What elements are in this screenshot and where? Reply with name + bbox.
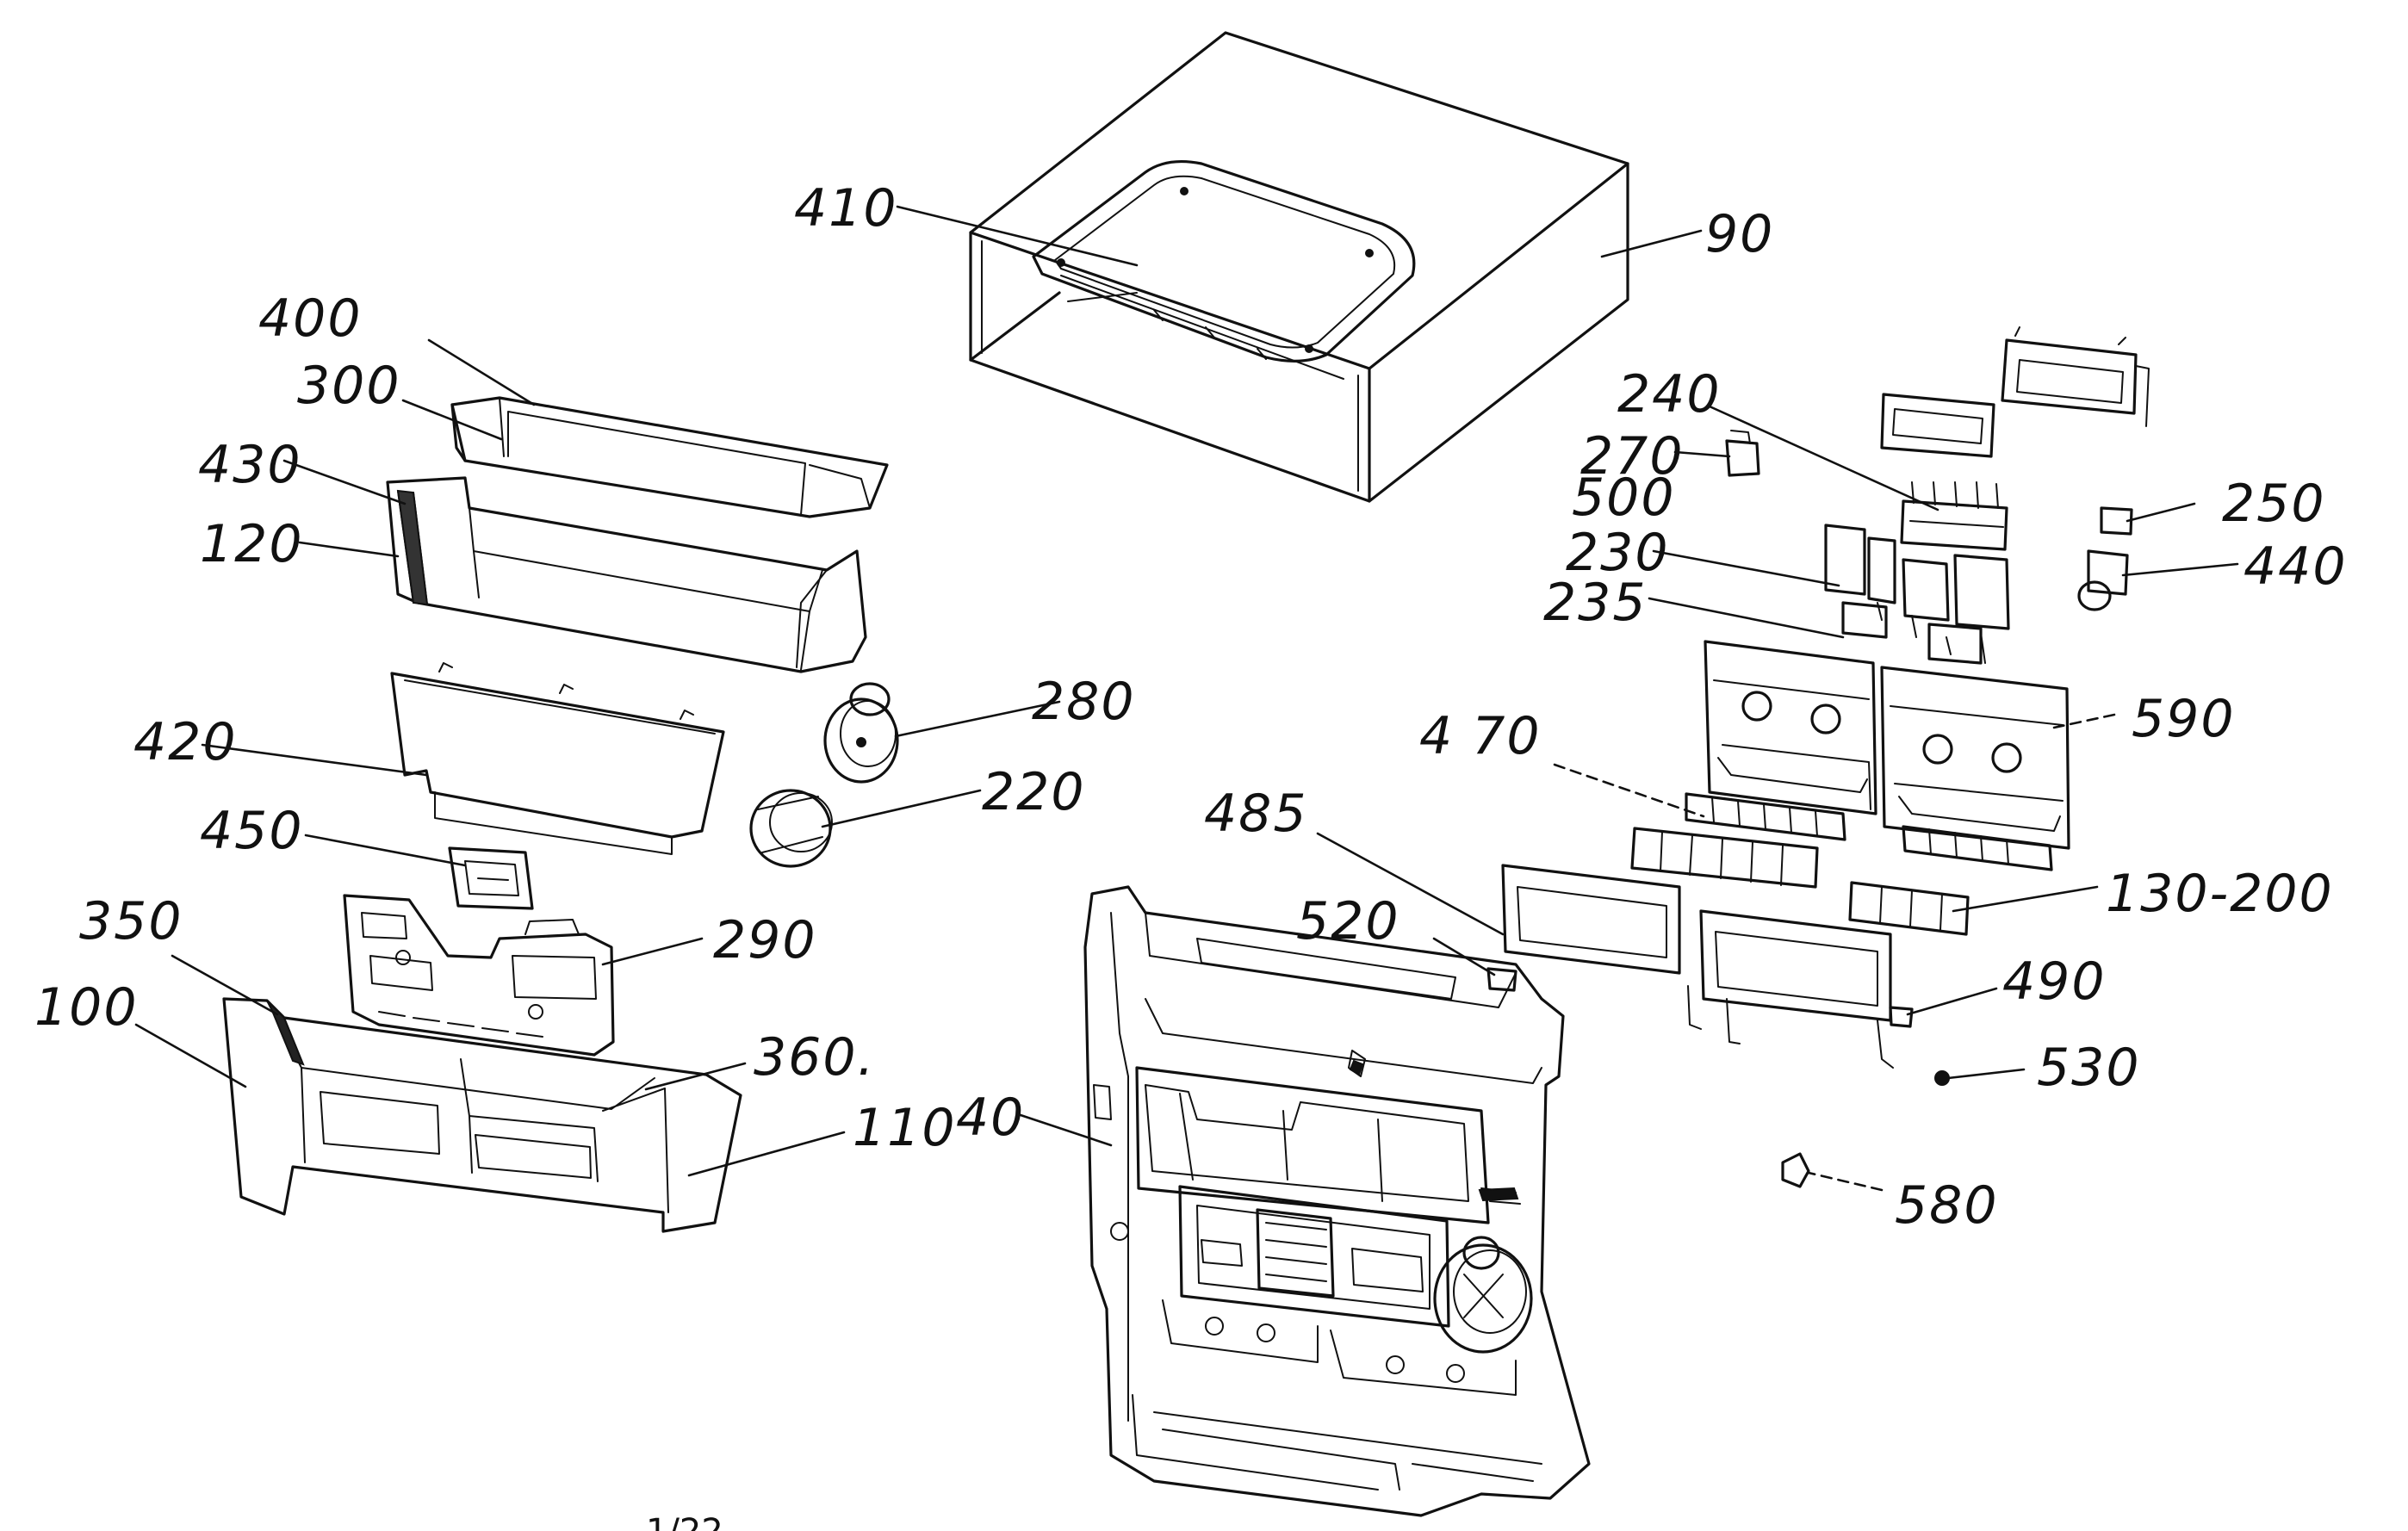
callout-130-200: 130-200 xyxy=(2106,864,2334,924)
callout-110: 110 xyxy=(853,1098,957,1158)
callout-220: 220 xyxy=(982,762,1086,822)
display-window-part xyxy=(450,396,889,518)
buttons-130-200-part xyxy=(1630,827,1970,936)
callout-280: 280 xyxy=(1032,672,1136,732)
callout-485: 485 xyxy=(1204,784,1308,844)
callout-470: 4 70 xyxy=(1419,706,1542,766)
callout-440: 440 xyxy=(2244,536,2348,597)
knob-280-part xyxy=(823,682,899,784)
callout-530: 530 xyxy=(2037,1038,2141,1098)
callout-300: 300 xyxy=(297,356,401,416)
callout-270: 270 xyxy=(1580,426,1685,487)
callout-450: 450 xyxy=(200,801,304,861)
pcb-carrier-290-part xyxy=(343,894,615,1057)
callout-350: 350 xyxy=(79,891,183,951)
mechanism-590-part xyxy=(1704,640,2070,850)
switch-250-part xyxy=(2100,506,2133,536)
leader-lines xyxy=(134,205,2239,1192)
callout-490: 490 xyxy=(2002,951,2107,1012)
callout-40: 40 xyxy=(956,1088,1025,1148)
callout-290: 290 xyxy=(713,910,817,970)
callout-250: 250 xyxy=(2222,474,2326,534)
callout-520: 520 xyxy=(1296,891,1400,951)
small-part-530 xyxy=(1934,1070,1950,1086)
main-chassis-part xyxy=(1083,885,1591,1517)
callout-400: 400 xyxy=(258,288,363,349)
small-part-490 xyxy=(1889,1006,1914,1028)
sheet-page-number: 1/22 xyxy=(646,1512,723,1531)
switch-270-part xyxy=(1725,430,1760,477)
cover-window-part xyxy=(1032,159,1416,363)
small-bracket-450-part xyxy=(448,846,534,910)
callout-410: 410 xyxy=(794,178,898,239)
callout-590: 590 xyxy=(2132,689,2236,749)
callout-580: 580 xyxy=(1895,1175,1999,1236)
callout-90: 90 xyxy=(1705,204,1774,264)
front-fascia-part xyxy=(222,997,742,1233)
knob-440-part xyxy=(2077,549,2129,611)
front-panel-part xyxy=(390,662,725,855)
key-strip-470-part xyxy=(1685,792,2053,871)
callout-230: 230 xyxy=(1566,523,1670,583)
switch-block-240-part xyxy=(1900,481,2008,551)
callout-235: 235 xyxy=(1543,573,1648,633)
callout-500: 500 xyxy=(1572,468,1676,528)
lcd-module-part xyxy=(1880,326,2150,458)
front-bezel-part xyxy=(386,476,867,673)
top-cover-part xyxy=(969,31,1629,503)
callout-420: 420 xyxy=(133,712,238,772)
callout-360: 360. xyxy=(754,1027,876,1088)
callout-120: 120 xyxy=(200,514,304,574)
callout-100: 100 xyxy=(34,977,139,1038)
callout-430: 430 xyxy=(198,435,302,495)
small-part-520 xyxy=(1486,967,1517,992)
knob-220-part xyxy=(749,789,833,868)
relay-block-230-part xyxy=(1824,524,2010,665)
callout-240: 240 xyxy=(1617,364,1722,425)
callout-labels: 410 90 400 300 430 120 240 270 500 250 2… xyxy=(34,178,2348,1236)
small-part-580 xyxy=(1781,1152,1810,1188)
